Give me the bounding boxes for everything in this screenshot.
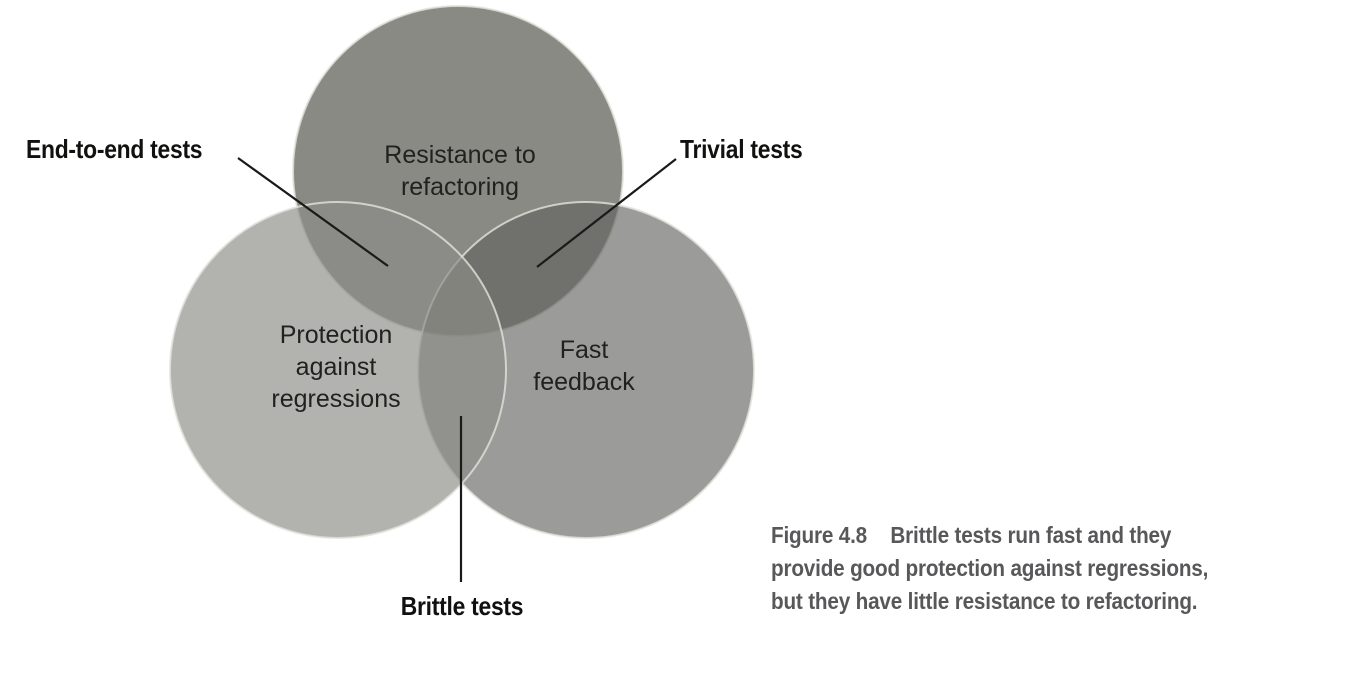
leader-line-trivial-tests <box>536 158 677 268</box>
caption-line: but they have little resistance to refac… <box>771 588 1198 614</box>
label-line: regressions <box>271 385 401 413</box>
circle-protection-against-regressions <box>169 201 507 539</box>
label-resistance-to-refactoring: Resistance to refactoring <box>384 139 535 203</box>
label-line: against <box>295 353 377 381</box>
caption-text: Brittle tests run fast and they <box>890 522 1172 548</box>
label-fast-feedback: Fast feedback <box>533 334 634 398</box>
caption-line: Figure 4.8 Brittle tests run fast and the… <box>771 519 1208 552</box>
label-line: Fast <box>559 336 609 364</box>
leader-line-end-to-end-tests <box>237 157 389 267</box>
label-line: Protection <box>279 321 393 349</box>
label-protection-against-regressions: Protection against regressions <box>271 319 400 415</box>
callout-end-to-end-tests: End-to-end tests <box>26 134 203 164</box>
callout-trivial-tests: Trivial tests <box>680 134 803 164</box>
label-line: feedback <box>533 368 635 396</box>
caption-line: provide good protection against regressi… <box>771 555 1209 581</box>
label-line: Resistance to <box>384 141 536 169</box>
figure-number: Figure 4.8 <box>771 522 867 548</box>
callout-brittle-tests: Brittle tests <box>400 591 524 621</box>
label-line: refactoring <box>400 173 520 201</box>
figure-caption: Figure 4.8 Brittle tests run fast and the… <box>771 519 1208 618</box>
